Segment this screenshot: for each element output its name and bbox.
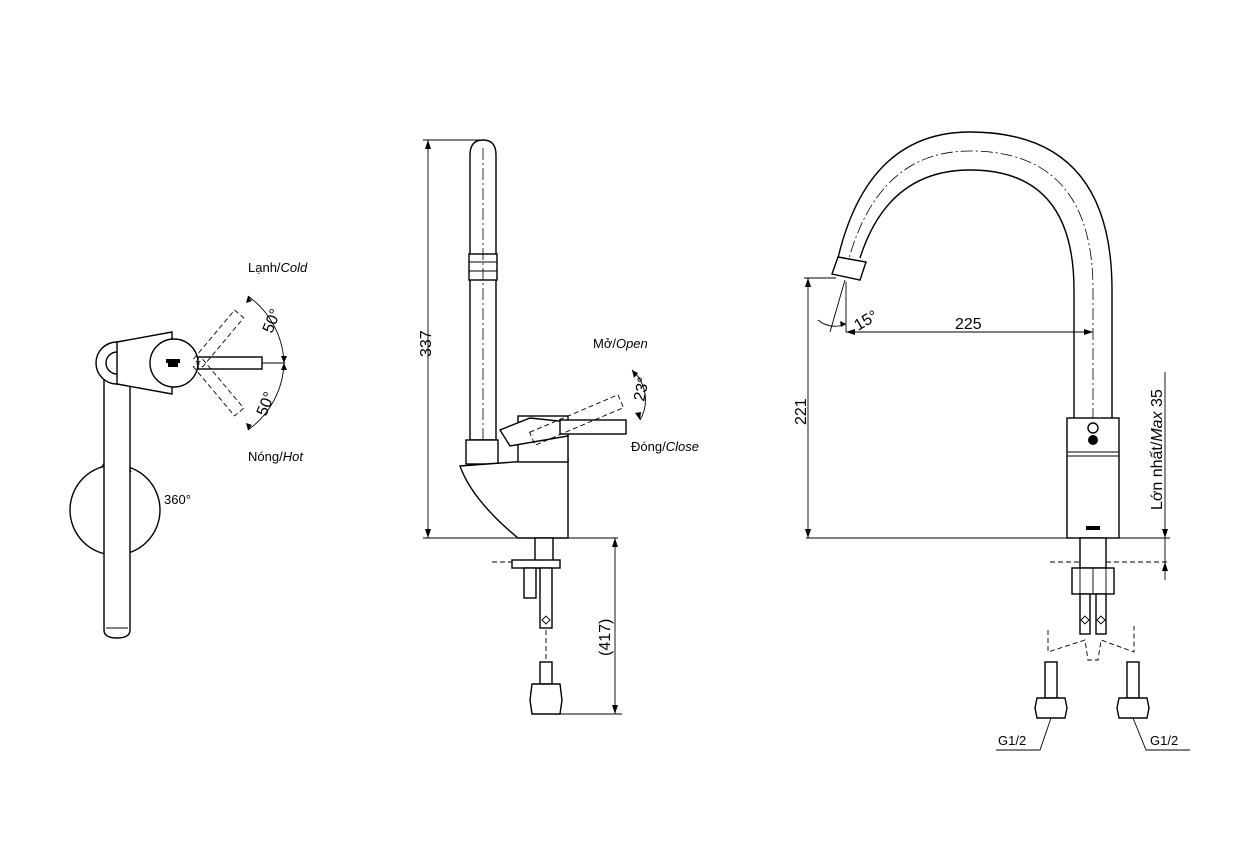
connector-left (1034, 697, 1068, 719)
front-view: 15° 225 221 Lớn nhất/Max 35 (793, 131, 1190, 751)
hose-left-top (1079, 593, 1091, 635)
fixing-rod (523, 567, 537, 599)
hose-left-end (1044, 661, 1058, 699)
lever-knob (1088, 435, 1098, 445)
connector-nut (529, 683, 563, 715)
cold-label: Lạnh/Cold (248, 260, 308, 275)
length-417-label: (417) (597, 619, 614, 656)
leader-right (1132, 717, 1190, 751)
spout-collar (465, 439, 499, 465)
front-shank (1079, 537, 1107, 569)
top-view: Lạnh/Cold Nóng/Hot 50° 50° 360° (69, 260, 308, 639)
angle-hot-label: 50° (254, 390, 279, 419)
reach-225-label: 225 (955, 316, 982, 333)
max-35-label: Lớn nhất/Max 35 (1149, 389, 1166, 510)
hose-break-front (1047, 626, 1135, 661)
gooseneck-inner (859, 169, 1075, 420)
open-label: Mở/Open (593, 336, 648, 351)
angle-arc-hot (247, 362, 285, 431)
lever-hot-position (192, 358, 245, 417)
lever-handle-closed (559, 419, 627, 435)
thread-left-label: G1/2 (998, 733, 1026, 748)
close-label: Đóng/Close (631, 439, 699, 454)
hose-end (539, 661, 553, 685)
logo-mark (166, 359, 180, 363)
side-view: 337 23° Mở/Open Đóng/Close (418, 139, 699, 715)
lever-pivot (1087, 422, 1099, 434)
spout-outlet (831, 256, 867, 281)
leader-left (996, 717, 1052, 751)
front-logo (1086, 526, 1100, 530)
hose-right-top (1095, 593, 1107, 635)
height-337-label: 337 (418, 330, 435, 357)
gooseneck-centerline (847, 150, 1094, 420)
supply-hose (539, 567, 553, 629)
connector-right (1116, 697, 1150, 719)
lever-angle-label: 23° (631, 376, 653, 403)
spout-arm (103, 343, 131, 639)
angle-arc-cold (247, 295, 285, 364)
fixing-nut (511, 559, 561, 569)
rotation-label: 360° (164, 492, 191, 507)
gooseneck-outer (837, 131, 1113, 420)
lever-center (197, 356, 263, 370)
hose-right-end (1126, 661, 1140, 699)
spout-angle-label: 15° (852, 308, 881, 335)
outlet-tilt-line (829, 279, 846, 333)
thread-right-label: G1/2 (1150, 733, 1178, 748)
height-221-label: 221 (793, 398, 810, 425)
side-body (459, 457, 569, 539)
hot-label: Nóng/Hot (248, 449, 304, 464)
